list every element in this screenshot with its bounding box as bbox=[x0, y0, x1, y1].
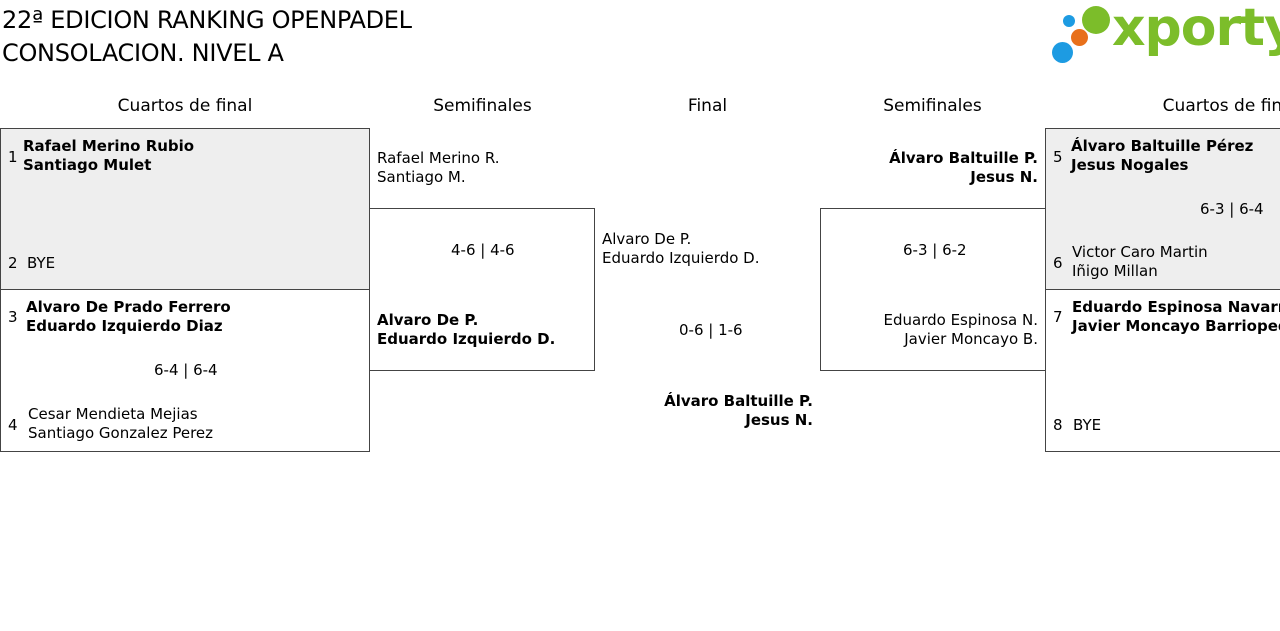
match-score: 6-3 | 6-4 bbox=[1200, 200, 1264, 218]
seed-number: 1 bbox=[8, 148, 18, 166]
player-name: Santiago Gonzalez Perez bbox=[28, 424, 214, 442]
team-name: BYE bbox=[1073, 416, 1102, 434]
seed-number: 7 bbox=[1053, 308, 1063, 326]
header-right-quarters: Cuartos de final bbox=[1162, 96, 1280, 116]
seed-number: 6 bbox=[1053, 254, 1063, 272]
seed-number: 4 bbox=[8, 416, 18, 434]
seed-number: 5 bbox=[1053, 148, 1063, 166]
team-name: Eduardo Espinosa Navarro Javier Moncayo … bbox=[1072, 298, 1280, 336]
seed-number: 3 bbox=[8, 308, 18, 326]
player-name: Javier Moncayo B. bbox=[904, 330, 1038, 348]
header-right-semis: Semifinales bbox=[883, 96, 982, 116]
header-left-semis: Semifinales bbox=[433, 96, 532, 116]
player-name: Álvaro Baltuille P. bbox=[889, 149, 1038, 167]
team-name: Rafael Merino Rubio Santiago Mulet bbox=[23, 137, 194, 175]
team-name: Álvaro Baltuille Pérez Jesus Nogales bbox=[1071, 137, 1253, 175]
seed-number: 8 bbox=[1053, 416, 1063, 434]
team-name: Victor Caro Martin Iñigo Millan bbox=[1072, 243, 1208, 281]
team-name: BYE bbox=[27, 254, 56, 272]
player-name: Rafael Merino Rubio bbox=[23, 137, 195, 155]
player-name: Álvaro Baltuille Pérez bbox=[1071, 137, 1254, 155]
page-title: 22ª EDICION RANKING OPENPADEL CONSOLACIO… bbox=[2, 4, 412, 70]
team-name: Alvaro De P. Eduardo Izquierdo D. bbox=[377, 311, 555, 349]
player-name: Jesus N. bbox=[745, 411, 813, 429]
match-score: 4-6 | 4-6 bbox=[451, 241, 515, 259]
final-team-a: Alvaro De P. Eduardo Izquierdo D. bbox=[602, 230, 759, 268]
left-semi-match[interactable]: 4-6 | 4-6 Alvaro De P. Eduardo Izquierdo… bbox=[369, 208, 595, 371]
player-name: Eduardo Espinosa N. bbox=[883, 311, 1039, 329]
match-score: 6-4 | 6-4 bbox=[154, 361, 218, 379]
team-name: Cesar Mendieta Mejias Santiago Gonzalez … bbox=[28, 405, 213, 443]
left-semi-team-a: Rafael Merino R. Santiago M. bbox=[377, 149, 500, 187]
player-name: Iñigo Millan bbox=[1072, 262, 1158, 280]
logo-text: xporty bbox=[1112, 0, 1280, 58]
right-quarter-match-2[interactable]: 7 Eduardo Espinosa Navarro Javier Moncay… bbox=[1045, 289, 1280, 452]
player-name: Eduardo Izquierdo D. bbox=[602, 249, 760, 267]
logo-dot-green bbox=[1082, 6, 1110, 34]
player-name: Santiago Mulet bbox=[23, 156, 152, 174]
title-line-2: CONSOLACION. NIVEL A bbox=[2, 39, 284, 67]
final-winner: Álvaro Baltuille P. Jesus N. bbox=[600, 392, 813, 430]
final-score: 0-6 | 1-6 bbox=[679, 321, 743, 339]
player-name: Cesar Mendieta Mejias bbox=[28, 405, 198, 423]
right-semi-team-a: Álvaro Baltuille P. Jesus N. bbox=[820, 149, 1038, 187]
player-name: Javier Moncayo Barriopedro bbox=[1072, 317, 1280, 335]
player-name: Victor Caro Martin bbox=[1072, 243, 1208, 261]
logo-dot-blue-top bbox=[1063, 15, 1075, 27]
player-name: Eduardo Izquierdo D. bbox=[377, 330, 556, 348]
player-name: Álvaro Baltuille P. bbox=[664, 392, 813, 410]
player-name: Santiago M. bbox=[377, 168, 466, 186]
player-name: Alvaro De P. bbox=[377, 311, 479, 329]
player-name: Alvaro De P. bbox=[602, 230, 692, 248]
logo-dot-blue-bottom bbox=[1052, 42, 1073, 63]
player-name: Eduardo Izquierdo Diaz bbox=[26, 317, 223, 335]
team-name: Eduardo Espinosa N. Javier Moncayo B. bbox=[821, 311, 1039, 349]
player-name: Jesus N. bbox=[970, 168, 1038, 186]
right-quarter-match-1[interactable]: 5 Álvaro Baltuille Pérez Jesus Nogales 6… bbox=[1045, 128, 1280, 290]
header-final: Final bbox=[687, 96, 728, 116]
player-name: Alvaro De Prado Ferrero bbox=[26, 298, 231, 316]
left-quarter-match-1[interactable]: 1 Rafael Merino Rubio Santiago Mulet 2 B… bbox=[0, 128, 370, 290]
match-score: 6-3 | 6-2 bbox=[903, 241, 967, 259]
team-name: Alvaro De Prado Ferrero Eduardo Izquierd… bbox=[26, 298, 231, 336]
left-quarter-match-2[interactable]: 3 Alvaro De Prado Ferrero Eduardo Izquie… bbox=[0, 289, 370, 452]
seed-number: 2 bbox=[8, 254, 18, 272]
player-name: Jesus Nogales bbox=[1071, 156, 1189, 174]
logo-dot-orange bbox=[1071, 29, 1088, 46]
right-semi-match[interactable]: 6-3 | 6-2 Eduardo Espinosa N. Javier Mon… bbox=[820, 208, 1046, 371]
player-name: Rafael Merino R. bbox=[377, 149, 500, 167]
player-name: Eduardo Espinosa Navarro bbox=[1072, 298, 1280, 316]
xporty-logo: xporty bbox=[1050, 0, 1280, 68]
title-line-1: 22ª EDICION RANKING OPENPADEL bbox=[2, 6, 412, 34]
header-left-quarters: Cuartos de final bbox=[117, 96, 253, 116]
